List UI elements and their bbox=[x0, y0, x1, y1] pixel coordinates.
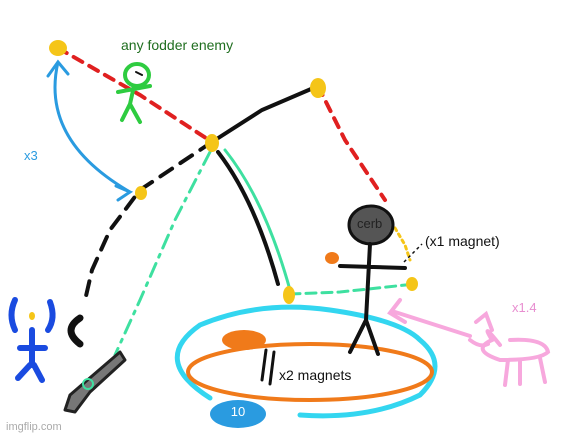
x1-magnet-label: (x1 magnet) bbox=[425, 233, 500, 249]
magnet-pointer-line bbox=[403, 243, 423, 263]
black-line-top bbox=[210, 84, 320, 144]
black-line-right bbox=[216, 150, 280, 286]
imgflip-watermark: imgflip.com bbox=[6, 421, 62, 433]
player-figure bbox=[8, 297, 56, 383]
x1-4-label: x1.4 bbox=[512, 300, 537, 315]
gold-dot-left bbox=[135, 186, 147, 200]
gun-icon bbox=[63, 350, 127, 414]
gold-dot-top-right bbox=[310, 78, 326, 98]
ten-badge bbox=[210, 400, 266, 428]
cerb-figure bbox=[325, 204, 407, 356]
x2-magnets-label: x2 magnets bbox=[279, 367, 352, 383]
blue-arrow-head-top bbox=[46, 59, 70, 78]
gold-dot-center bbox=[205, 134, 219, 152]
green-dashed-path-horizontal bbox=[288, 282, 417, 296]
red-dashed-path-right bbox=[316, 84, 387, 202]
x3-label: x3 bbox=[24, 148, 38, 163]
gold-dot-top-left bbox=[49, 40, 67, 56]
ten-badge-label: 10 bbox=[230, 404, 246, 419]
arena-cyan-outline bbox=[174, 304, 438, 419]
arena-orange-oval bbox=[186, 342, 434, 402]
black-curve-mark bbox=[67, 314, 84, 348]
blue-arrow bbox=[53, 61, 131, 194]
red-dashed-path-left bbox=[56, 46, 214, 144]
arena-marks bbox=[260, 348, 276, 386]
magnet-gold-dots bbox=[393, 226, 412, 262]
orange-blob bbox=[222, 330, 266, 350]
cerb-label: cerb bbox=[357, 216, 383, 231]
gold-dot-cerb bbox=[406, 277, 418, 291]
gold-dot-bottom bbox=[283, 286, 295, 304]
fodder-enemy-label: any fodder enemy bbox=[121, 37, 234, 53]
pig-figure bbox=[387, 298, 551, 387]
fodder-enemy-figure bbox=[116, 62, 152, 124]
green-line-right bbox=[223, 148, 292, 292]
blue-arrow-head-bottom bbox=[114, 184, 134, 202]
black-dashed-path-left bbox=[84, 140, 214, 298]
green-dashed-path-left bbox=[113, 150, 212, 357]
